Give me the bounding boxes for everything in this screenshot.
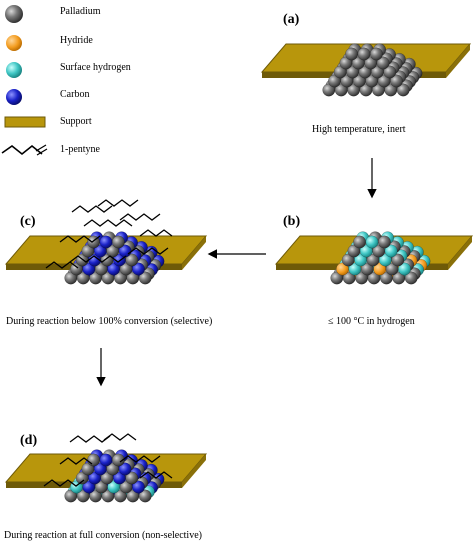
palladium-atom — [390, 74, 403, 88]
carbon-atom — [99, 453, 113, 467]
pentyne-molecule — [45, 261, 79, 269]
palladium-atom — [391, 253, 405, 267]
surface-hydrogen-atom — [359, 244, 373, 258]
panel-a-particle — [260, 43, 472, 97]
palladium-atom — [322, 83, 336, 97]
palladium-atom — [353, 235, 367, 249]
palladium-atom — [404, 271, 418, 285]
surface-hydrogen-atom — [398, 262, 411, 276]
palladium-atom — [111, 235, 125, 249]
carbon-atom — [118, 462, 132, 476]
pentyne-molecule — [139, 229, 173, 237]
pentyne-molecule — [127, 247, 169, 255]
hydride-legend-icon — [6, 35, 22, 51]
pentyne-molecule — [71, 205, 113, 213]
palladium-atom — [352, 74, 366, 88]
palladium-atom — [377, 235, 391, 249]
carbon-atom — [99, 235, 113, 249]
palladium-legend-icon — [5, 5, 23, 23]
carbon-atom — [132, 262, 145, 276]
pentyne-molecule — [69, 255, 127, 263]
palladium-atom — [383, 65, 397, 79]
palladium-atom — [125, 253, 139, 267]
support-slab-side — [446, 44, 470, 78]
panel-d-letter: (d) — [20, 433, 38, 448]
pentyne-molecule — [97, 199, 139, 207]
palladium-atom — [376, 56, 390, 70]
carbon-legend-icon — [6, 89, 22, 105]
carbon-atom — [132, 480, 145, 494]
palladium-atom — [357, 47, 371, 61]
palladium-atom — [125, 471, 139, 485]
panel-b-particle — [274, 231, 474, 285]
panel-c-particle — [4, 199, 208, 285]
support-slab-side — [448, 236, 472, 270]
legend-label-surface-hydrogen: Surface hydrogen — [60, 62, 131, 73]
palladium-atom — [111, 453, 125, 467]
legend-label-carbon: Carbon — [60, 89, 90, 100]
panel-a-letter: (a) — [283, 12, 300, 27]
support-legend-icon — [4, 116, 46, 128]
panel-b-caption: ≤ 100 °C in hydrogen — [328, 316, 415, 327]
panel-b-letter: (b) — [283, 214, 301, 229]
surface-hydrogen-atom — [365, 235, 379, 249]
panel-a-caption: High temperature, inert — [312, 124, 406, 135]
panel-c-caption: During reaction below 100% conversion (s… — [6, 316, 213, 327]
panel-c-letter: (c) — [20, 214, 36, 229]
pentyne-molecule — [103, 433, 137, 441]
palladium-atom — [360, 262, 374, 276]
palladium-atom — [330, 271, 344, 285]
palladium-atom — [87, 453, 101, 467]
legend-label-palladium: Palladium — [60, 6, 101, 17]
pentyne-molecule — [119, 213, 161, 221]
pentyne-molecule — [83, 219, 133, 227]
palladium-atom — [351, 56, 365, 70]
pentyne-molecule — [43, 479, 85, 487]
palladium-atom — [369, 47, 383, 61]
legend-label-pentyne: 1-pentyne — [60, 144, 100, 155]
legend-label-hydride: Hydride — [60, 35, 93, 46]
panel-d-caption: During reaction at full conversion (non-… — [4, 530, 202, 541]
legend — [1, 5, 48, 156]
pentyne-molecule — [59, 457, 93, 465]
palladium-atom — [396, 83, 410, 97]
palladium-atom — [392, 271, 406, 285]
pentyne-molecule — [69, 435, 111, 443]
support-slab-side — [182, 454, 206, 488]
palladium-atom — [384, 83, 398, 97]
support-slab-side — [182, 236, 206, 270]
palladium-atom — [345, 47, 359, 61]
panel-d-particle — [4, 433, 208, 503]
palladium-atom — [138, 271, 152, 285]
pentyne-molecule — [119, 455, 161, 463]
palladium-atom — [138, 489, 152, 503]
surface-hydrogen-legend-icon — [6, 62, 22, 78]
pentyne-legend-icon — [1, 144, 43, 156]
surface-hydrogen-atom — [384, 244, 398, 258]
pentyne-molecule — [59, 235, 101, 243]
pentyne-molecule — [139, 471, 173, 479]
legend-label-support: Support — [60, 116, 92, 127]
